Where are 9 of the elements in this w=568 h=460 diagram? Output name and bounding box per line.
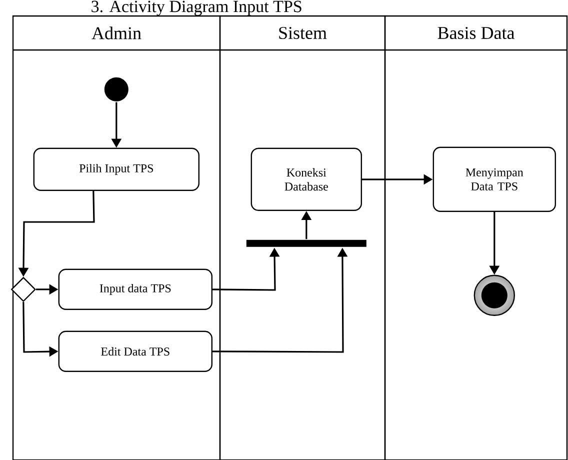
end-node bbox=[474, 274, 515, 316]
activity-box: Menyimpan Data TPS bbox=[432, 146, 556, 212]
decision-diamond bbox=[10, 276, 36, 302]
start-node bbox=[104, 77, 128, 102]
title: 3. Activity Diagram Input TPS bbox=[92, 0, 302, 16]
activity-box: Koneksi Database bbox=[250, 148, 362, 211]
activity-box: Pilih Input TPS bbox=[33, 148, 200, 191]
activity-box: Edit Data TPS bbox=[58, 330, 212, 372]
activity-box: Input data TPS bbox=[58, 268, 212, 310]
